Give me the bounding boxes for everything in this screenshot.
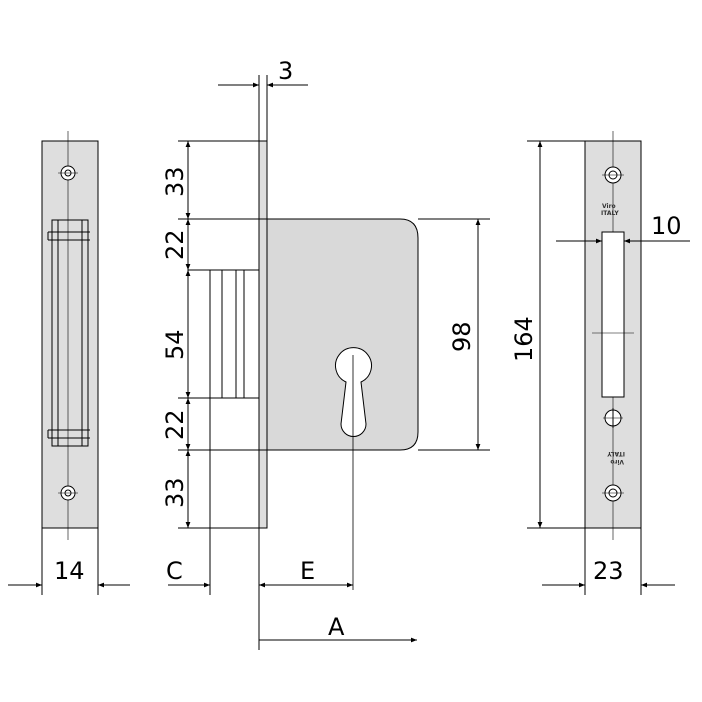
dim-label-23: 23 xyxy=(593,557,624,585)
lock-case-body xyxy=(266,218,419,451)
dim-top-gap xyxy=(218,75,308,141)
dim-label-98: 98 xyxy=(448,321,476,352)
made-in-mark-top: ITALY xyxy=(601,210,619,217)
dim-label-10: 10 xyxy=(651,212,682,240)
dim-label-c: C xyxy=(166,557,183,585)
left-faceplate xyxy=(41,140,99,529)
bolt-opening xyxy=(601,231,625,398)
dim-label-3: 3 xyxy=(278,57,293,85)
right-plate-view xyxy=(584,131,642,540)
brand-mark-top: Viro xyxy=(602,203,616,210)
brand-mark-bottom: Viro xyxy=(610,458,624,465)
dim-plate-width-left xyxy=(8,528,130,595)
dim-label-33-top: 33 xyxy=(161,166,189,197)
made-in-mark-bottom: ITALY xyxy=(607,450,625,457)
dim-case-height xyxy=(418,218,490,451)
screw-hole-icon xyxy=(58,165,78,181)
screw-hole-icon xyxy=(602,166,624,184)
dim-label-54: 54 xyxy=(161,329,189,360)
dim-label-22-upper: 22 xyxy=(161,229,189,260)
keyhole-icon xyxy=(335,347,372,437)
dim-label-22-lower: 22 xyxy=(161,409,189,440)
dim-label-14: 14 xyxy=(54,557,85,585)
dim-label-e: E xyxy=(300,557,315,585)
lock-case-view xyxy=(209,140,419,590)
center-faceplate xyxy=(258,140,268,529)
dim-chain-left xyxy=(178,140,267,529)
bolt-slot xyxy=(51,219,89,447)
screw-hole-icon xyxy=(58,485,78,501)
dim-label-164: 164 xyxy=(510,316,538,362)
screw-hole-icon xyxy=(602,484,624,502)
latch-screw-icon xyxy=(603,408,623,428)
dim-plate-width-right xyxy=(542,528,675,595)
left-plate-view xyxy=(41,131,99,540)
deadbolt xyxy=(209,269,260,399)
dim-label-a: A xyxy=(328,613,345,641)
dim-bottom xyxy=(168,398,417,650)
dim-label-33-bottom: 33 xyxy=(161,477,189,508)
dim-plate-height xyxy=(527,140,585,529)
